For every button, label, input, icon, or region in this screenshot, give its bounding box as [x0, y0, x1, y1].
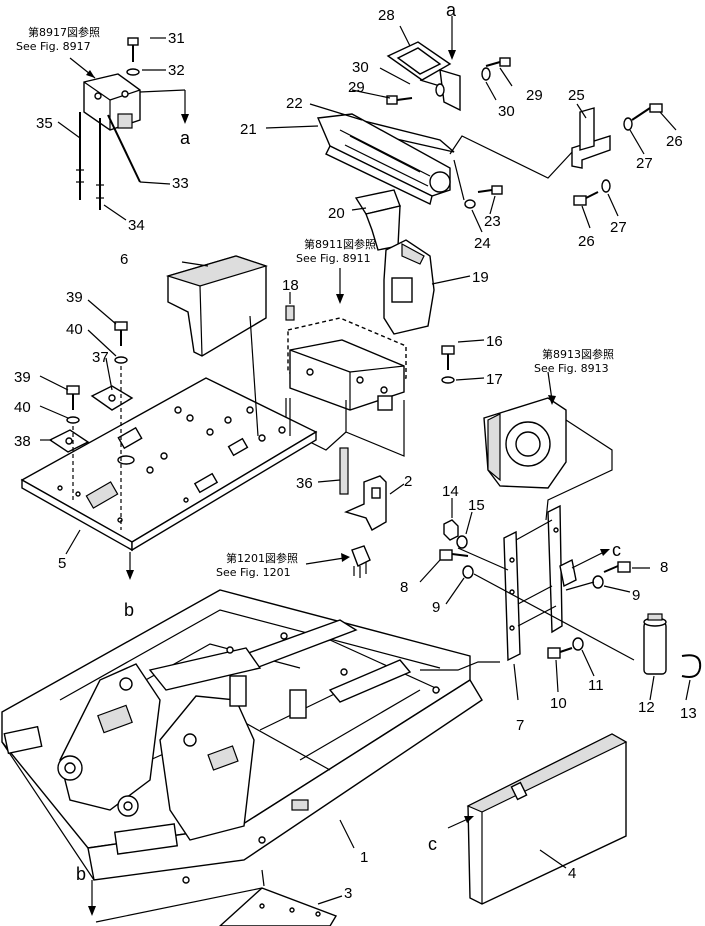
callout-8a: 8 — [400, 579, 408, 596]
callout-9b: 9 — [632, 587, 640, 604]
callout-12: 12 — [638, 699, 655, 716]
ref-8911-en: See Fig. 8911 — [296, 252, 371, 265]
callout-1: 1 — [360, 849, 368, 866]
callout-28: 28 — [378, 7, 395, 24]
callout-10: 10 — [550, 695, 567, 712]
callout-37: 37 — [92, 349, 109, 366]
control-cover-assembly — [165, 255, 485, 457]
callout-32: 32 — [168, 62, 185, 79]
callout-8b: 8 — [660, 559, 668, 576]
callout-30a: 30 — [352, 59, 369, 76]
callout-35: 35 — [36, 115, 53, 132]
callout-13: 13 — [680, 705, 697, 722]
callout-33: 33 — [172, 175, 189, 192]
callout-20: 20 — [328, 205, 345, 222]
ref-8913-jp: 第8913図参照 — [542, 347, 614, 361]
callout-14: 14 — [442, 483, 459, 500]
callout-19: 19 — [472, 269, 489, 286]
callout-15: 15 — [468, 497, 485, 514]
callout-27a: 27 — [636, 155, 653, 172]
callout-17: 17 — [486, 371, 503, 388]
bottom-plate — [88, 869, 343, 926]
blower-frame-assembly — [419, 371, 702, 701]
callout-21: 21 — [240, 121, 257, 138]
callout-38: 38 — [14, 433, 31, 450]
duct-assembly — [265, 16, 575, 335]
label-a-top: a — [446, 0, 457, 20]
callout-2: 2 — [404, 473, 412, 490]
callout-29a: 29 — [348, 79, 365, 96]
right-bracket-assembly — [571, 103, 677, 229]
ref-8917-en: See Fig. 8917 — [16, 40, 91, 53]
label-b-bottom: b — [76, 864, 86, 884]
ref-8913-en: See Fig. 8913 — [534, 362, 609, 375]
label-a-left: a — [180, 128, 191, 148]
callout-39a: 39 — [66, 289, 83, 306]
callout-34: 34 — [128, 217, 145, 234]
label-b-mid: b — [124, 600, 134, 620]
callout-18: 18 — [282, 277, 299, 294]
callout-26b: 26 — [578, 233, 595, 250]
callout-30b: 30 — [498, 103, 515, 120]
bracket-assembly — [57, 37, 189, 221]
callout-11: 11 — [588, 677, 604, 694]
callout-36: 36 — [296, 475, 313, 492]
callout-40b: 40 — [14, 399, 31, 416]
ref-1201-en: See Fig. 1201 — [216, 566, 291, 579]
callout-16: 16 — [486, 333, 503, 350]
revolving-frame — [1, 589, 500, 884]
label-c-bottom: c — [428, 834, 437, 854]
side-cover — [447, 733, 628, 905]
callout-7: 7 — [516, 717, 524, 734]
ref-8917-jp: 第8917図参照 — [28, 25, 100, 39]
callout-39b: 39 — [14, 369, 31, 386]
callout-9a: 9 — [432, 599, 440, 616]
callout-40a: 40 — [66, 321, 83, 338]
ref-1201-jp: 第1201図参照 — [226, 551, 298, 565]
switch-bracket-assembly — [305, 447, 405, 578]
callout-6: 6 — [120, 251, 128, 268]
callout-26a: 26 — [666, 133, 683, 150]
callout-23: 23 — [484, 213, 501, 230]
callout-29b: 29 — [526, 87, 543, 104]
floor-plate-assembly — [20, 299, 318, 580]
callout-4: 4 — [568, 865, 576, 882]
callout-5: 5 — [58, 555, 66, 572]
ref-8911-jp: 第8911図参照 — [304, 237, 376, 251]
callout-22: 22 — [286, 95, 303, 112]
callout-24: 24 — [474, 235, 491, 252]
label-c-right: c — [612, 540, 621, 560]
callout-27b: 27 — [610, 219, 627, 236]
callout-31: 31 — [168, 30, 185, 47]
callout-25: 25 — [568, 87, 585, 104]
callout-3: 3 — [344, 885, 352, 902]
